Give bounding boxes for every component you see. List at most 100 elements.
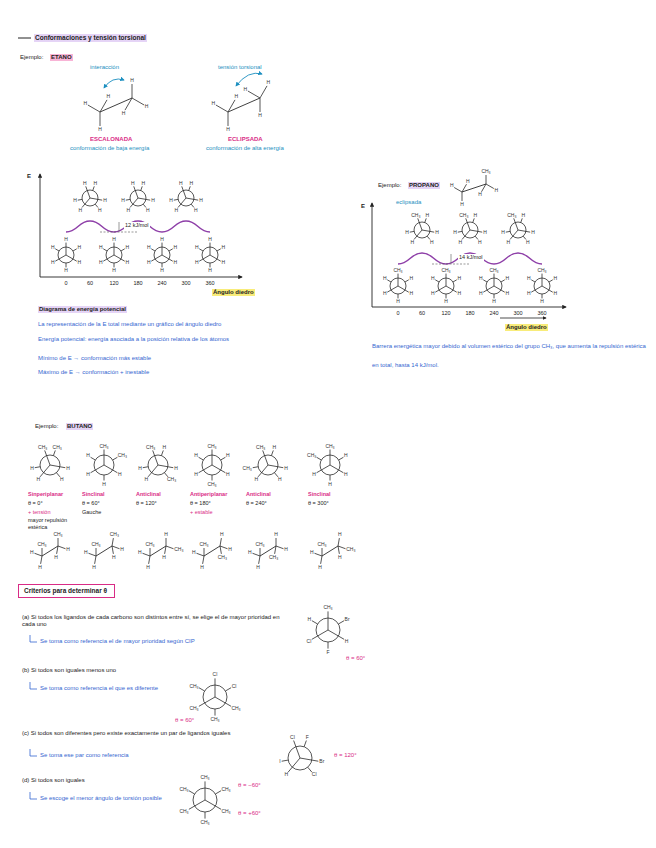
atom-label: H [345, 639, 349, 644]
c-h-bond [203, 556, 204, 564]
back-bond [91, 457, 96, 460]
hook-arrow [30, 682, 37, 689]
interaction-arc [104, 79, 124, 88]
c-h-bond [276, 538, 277, 546]
atom-label: H [527, 291, 531, 296]
axis-label: E [27, 173, 31, 180]
atom-label: H [220, 532, 224, 537]
axis-title: Ángulo diedro [212, 289, 255, 296]
front-bond [114, 255, 125, 261]
atom-label: CH₃ [99, 444, 108, 449]
back-bond [274, 473, 278, 477]
atom-label: H [473, 213, 477, 218]
front-bond [531, 286, 542, 292]
atom-label: H [410, 240, 414, 245]
c-h-bond [276, 546, 284, 549]
atom-label: CH₃ [167, 477, 176, 482]
atom-label: H [338, 555, 342, 560]
front-bond [199, 465, 212, 473]
tick-label: 180 [133, 280, 142, 287]
atom-label: CH₃ [53, 445, 62, 450]
front-bond [510, 230, 518, 239]
tick-label: 240 [489, 310, 498, 317]
tick-label: 120 [109, 280, 118, 287]
c-h-bond [42, 548, 43, 556]
front-bond [462, 230, 470, 239]
back-bond [435, 280, 439, 282]
barrier-line [451, 254, 452, 263]
atom-label: H [130, 78, 134, 83]
front-bond [205, 781, 206, 800]
atom-label: F [327, 650, 330, 655]
tick-label: 360 [537, 310, 546, 317]
criterion-note: Se escoge el menor ángulo de torsión pos… [40, 795, 162, 802]
note-text: + estable [190, 509, 212, 516]
c-h-bond [166, 546, 174, 549]
atom-label: CH₃ [200, 820, 209, 825]
front-bond [494, 286, 505, 292]
atom-label: H [131, 181, 135, 186]
c-h-bond [220, 538, 221, 546]
criterion-note: Se toma como referencia el que es difere… [40, 685, 158, 692]
c-h-bond [96, 548, 97, 556]
front-bond [199, 255, 210, 261]
front-bond [148, 465, 158, 477]
back-bond [73, 249, 77, 251]
front-bond [189, 800, 205, 809]
atom-label: H [60, 477, 64, 482]
c-h-bond [165, 546, 166, 554]
atom-label: Br [345, 617, 350, 622]
front-bond [212, 465, 225, 473]
atom-label: CH₃ [317, 542, 326, 547]
angle-label: θ = −60° [238, 782, 261, 789]
c-h-bond [149, 556, 150, 564]
atom-label: CH₃ [481, 169, 490, 174]
example-label: Ejemplo: [35, 423, 58, 430]
atom-label: H [93, 181, 97, 186]
c-h-bond [454, 188, 462, 193]
back-bond [126, 199, 130, 201]
front-bond [328, 630, 344, 639]
back-bond [330, 475, 331, 481]
criterion-text: (d) Si todos son iguales [22, 777, 85, 784]
atom-label: H [505, 276, 509, 281]
front-bond [435, 286, 446, 292]
back-bond [405, 280, 409, 282]
back-bond [282, 760, 288, 761]
atom-label: CH₃ [255, 542, 264, 547]
atom-label: H [107, 94, 111, 99]
front-bond [418, 218, 422, 230]
energy-curve [66, 221, 210, 232]
back-bond [453, 280, 457, 282]
atom-label: H [173, 260, 177, 265]
atom-label: H [457, 291, 461, 296]
atom-label: H [409, 276, 413, 281]
back-bond [308, 767, 312, 772]
atom-label: CH₃ [507, 213, 516, 218]
front-bond [91, 465, 104, 473]
atom-label: H [78, 208, 82, 213]
back-bond [212, 475, 213, 481]
atom-label: H [435, 230, 439, 235]
atom-label: H [73, 198, 77, 203]
tick-label: 300 [513, 310, 522, 317]
atom-label: CH₃ [145, 542, 154, 547]
energy-curve [398, 253, 542, 264]
front-bond [134, 186, 138, 198]
c-h-bond [100, 100, 107, 112]
atom-label: H [284, 772, 288, 777]
c-h-bond [252, 553, 260, 556]
direction-arrow [500, 318, 546, 319]
front-bond [330, 450, 331, 466]
atom-label: H [200, 565, 204, 570]
c-c-bond [100, 98, 132, 112]
atom-label: H [54, 555, 58, 560]
c-h-bond [34, 553, 42, 556]
atom-label: H [83, 181, 87, 186]
front-bond [215, 678, 216, 697]
angle-value: θ = 300° [308, 500, 329, 507]
c-h-bond [321, 556, 322, 564]
atom-label: H [258, 113, 262, 118]
atom-label: H [267, 80, 271, 85]
angle-value: θ = 0° [28, 500, 43, 507]
